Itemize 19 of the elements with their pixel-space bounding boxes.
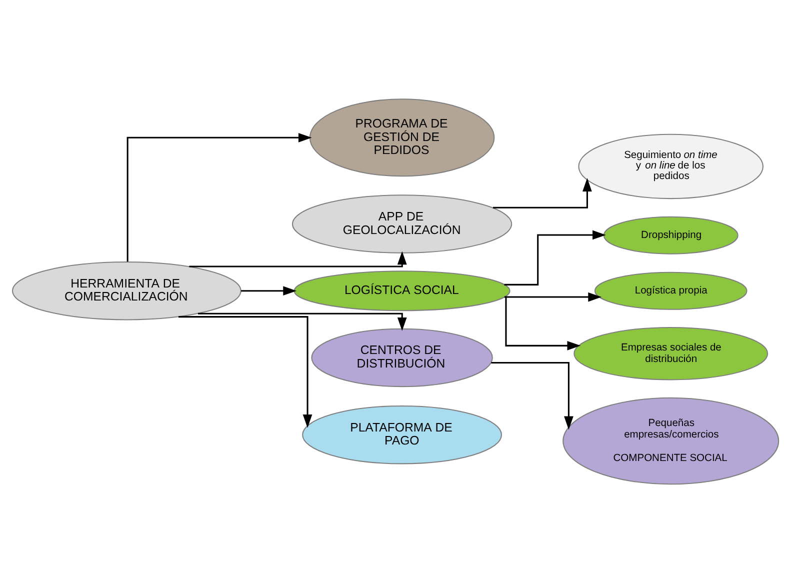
- arrow: [493, 178, 592, 208]
- node-ellipse: APP DE GEOLOCALIZACIÓN: [292, 194, 512, 253]
- node-ellipse: CENTROS DE DISTRIBUCIÓN: [311, 328, 493, 387]
- node-ellipse: Seguimiento on time y on line de los pedidos: [578, 133, 764, 199]
- arrow: [491, 361, 574, 430]
- arrow: [198, 312, 407, 330]
- arrow: [504, 230, 606, 285]
- arrow: [241, 286, 297, 296]
- node-ellipse: Dropshipping: [603, 216, 738, 254]
- arrow: [178, 316, 312, 428]
- arrow: [126, 132, 312, 262]
- node-ellipse: Logística propia: [594, 271, 748, 310]
- arrow: [504, 292, 602, 302]
- node-ellipse: PROGRAMA DE GESTIÓN DE PEDIDOS: [309, 98, 495, 176]
- arrow: [505, 296, 581, 350]
- node-ellipse: HERRAMIENTA DE COMERCIALIZACIÓN: [12, 260, 242, 320]
- arrow: [189, 250, 407, 267]
- node-ellipse: Empresas sociales de distribución: [574, 326, 768, 380]
- node-ellipse: LOGÍSTICA SOCIAL: [294, 270, 510, 311]
